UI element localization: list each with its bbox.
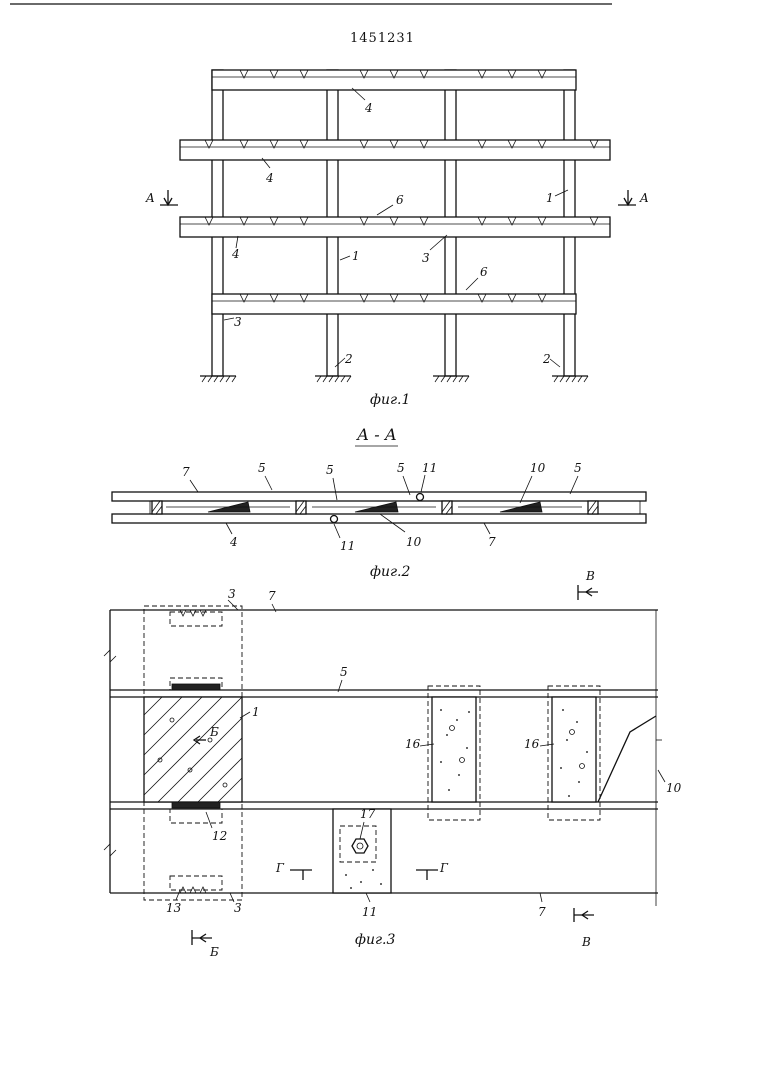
fig3-label: 16: [524, 737, 540, 751]
fig2-label: 5: [326, 463, 334, 477]
fig2-title: А - А: [356, 425, 397, 444]
fig3-plan-detail: 3 7 5 1 Б 16 16 10 12 17 Г Г 11 7 13 3 Б…: [103, 569, 682, 959]
fig1-ground-supports: [200, 375, 589, 383]
fig2-label: 4: [229, 535, 238, 549]
fig2-section-view: А - А: [111, 425, 647, 580]
fig1-label: 6: [480, 265, 488, 279]
fig3-connector-plates: [169, 609, 223, 894]
fig1-label: 1: [352, 249, 360, 263]
fig3-label: 7: [538, 905, 546, 919]
fig3-label: 5: [340, 665, 348, 679]
fig3-bolt-insert: [332, 808, 392, 894]
fig3-label: Г: [439, 861, 449, 875]
fig2-label: 5: [397, 461, 405, 475]
fig3-caption: фиг.3: [355, 932, 396, 948]
fig2-bolt: [415, 492, 425, 502]
fig3-label: 1: [252, 705, 260, 719]
fig1-label: 1: [546, 191, 554, 205]
fig2-bolt: [329, 514, 339, 524]
fig2-label: 11: [422, 461, 437, 475]
fig3-label: В: [581, 935, 591, 949]
fig3-concrete-inserts: [427, 685, 601, 821]
fig1-label: 4: [231, 247, 240, 261]
fig2-labels: 7 5 5 5 11 10 5 4 11 10 7: [182, 461, 582, 553]
fig3-label: 17: [360, 807, 376, 821]
fig3-label: 3: [234, 901, 242, 915]
fig1-section-mark: A: [145, 191, 155, 205]
fig1-frame-elevation: 4 4 4 6 1 1 3 6 3 2 2 A A фиг.1: [145, 69, 649, 408]
fig2-caption: фиг.2: [370, 564, 411, 580]
fig3-label: 10: [666, 781, 682, 795]
fig3-label: 12: [212, 829, 227, 843]
fig3-label: 16: [405, 737, 421, 751]
fig1-caption: фиг.1: [370, 392, 410, 408]
fig1-slabs: [179, 69, 611, 315]
fig2-label: 11: [340, 539, 355, 553]
fig1-section-arrows: [160, 190, 636, 207]
fig2-label: 10: [530, 461, 546, 475]
fig1-label: 2: [344, 352, 353, 366]
fig1-section-mark: A: [639, 191, 649, 205]
fig3-label: В: [585, 569, 595, 583]
fig2-label: 5: [574, 461, 582, 475]
fig3-label: 3: [228, 587, 236, 601]
fig1-label: 4: [265, 171, 274, 185]
fig1-slab-keys: [204, 69, 599, 303]
patent-number: 1451231: [350, 31, 415, 46]
fig2-label: 10: [406, 535, 422, 549]
fig1-label: 6: [396, 193, 404, 207]
fig1-label: 3: [422, 251, 430, 265]
fig3-label: Б: [209, 945, 219, 959]
fig3-label: 13: [166, 901, 182, 915]
fig1-labels: 4 4 4 6 1 1 3 6 3 2 2 A A: [145, 101, 649, 366]
fig1-leaders: [223, 87, 569, 368]
fig2-column-blocks: [151, 500, 599, 515]
fig2-label: 7: [182, 465, 190, 479]
fig3-label: 11: [362, 905, 377, 919]
fig1-label: 4: [364, 101, 373, 115]
fig2-label: 5: [258, 461, 266, 475]
fig1-label: 3: [234, 315, 242, 329]
fig2-label: 7: [488, 535, 496, 549]
fig1-label: 2: [542, 352, 551, 366]
fig3-label: Б: [209, 725, 219, 739]
fig3-labels: 3 7 5 1 Б 16 16 10 12 17 Г Г 11 7 13 3 Б…: [166, 569, 682, 959]
fig3-label: Г: [275, 861, 285, 875]
fig3-wedge: [597, 715, 657, 803]
fig3-column-section: [143, 696, 243, 803]
fig3-label: 7: [268, 589, 276, 603]
